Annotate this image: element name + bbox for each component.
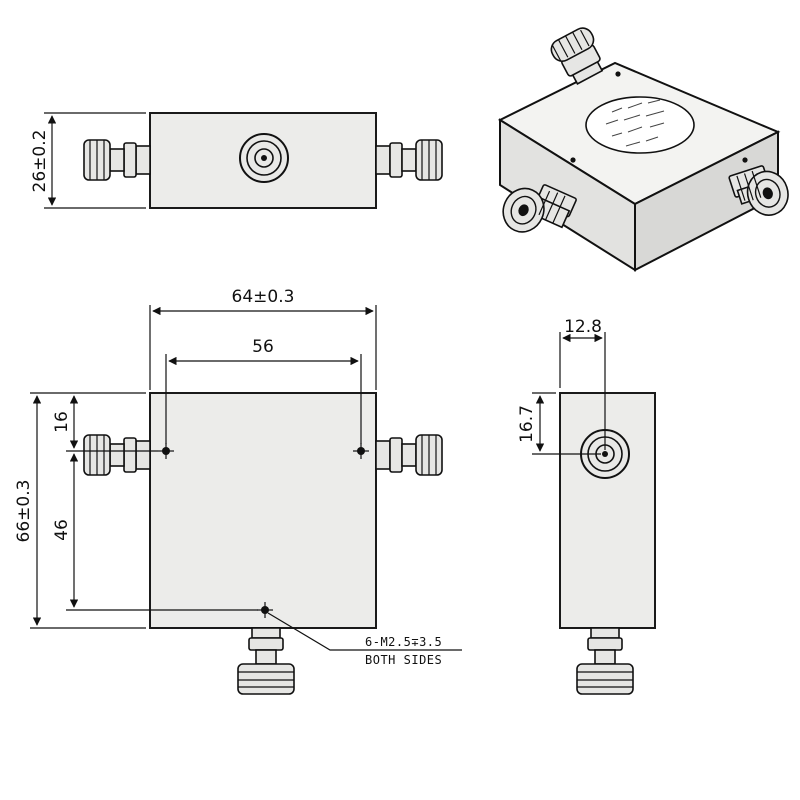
front-height-dimension: 26±0.2 xyxy=(30,130,50,193)
front-view: 26±0.2 xyxy=(30,112,443,209)
mounting-hole-icon xyxy=(353,443,369,459)
plan-width-dimension: 64±0.3 xyxy=(232,287,295,307)
upper-offset-dimension: 16 xyxy=(52,411,72,433)
sma-connector-icon xyxy=(83,139,151,181)
iso-view-icon xyxy=(497,27,789,272)
side-width-offset-dimension: 12.8 xyxy=(564,317,602,337)
sma-connector-icon xyxy=(550,27,604,85)
mounting-hole-icon xyxy=(257,602,273,618)
side-view: 12.8 16.7 xyxy=(517,317,656,695)
sma-connector-icon xyxy=(728,165,789,216)
sma-port-face-icon xyxy=(239,133,289,183)
lower-offset-dimension: 46 xyxy=(52,519,72,541)
side-height-offset-dimension: 16.7 xyxy=(517,405,537,443)
iso-label-marks xyxy=(605,99,665,147)
sma-connector-icon xyxy=(375,434,443,476)
sma-connector-icon xyxy=(375,139,443,181)
sma-connector-icon xyxy=(83,434,151,476)
sma-connector-icon xyxy=(237,627,295,695)
plan-view-body xyxy=(149,392,377,629)
hole-note-line2: BOTH SIDES xyxy=(365,653,442,667)
hole-note-line1: 6-M2.5∓3.5 xyxy=(365,635,442,649)
plan-view: 64±0.3 56 66±0.3 16 46 6-M2.5∓3.5 BOTH S… xyxy=(14,287,462,695)
hole-spacing-dimension: 56 xyxy=(252,337,274,357)
mounting-hole-icon xyxy=(158,443,174,459)
side-view-body xyxy=(559,392,656,629)
plan-height-dimension: 66±0.3 xyxy=(14,480,34,543)
sma-connector-icon xyxy=(502,184,577,233)
sma-connector-icon xyxy=(576,627,634,695)
